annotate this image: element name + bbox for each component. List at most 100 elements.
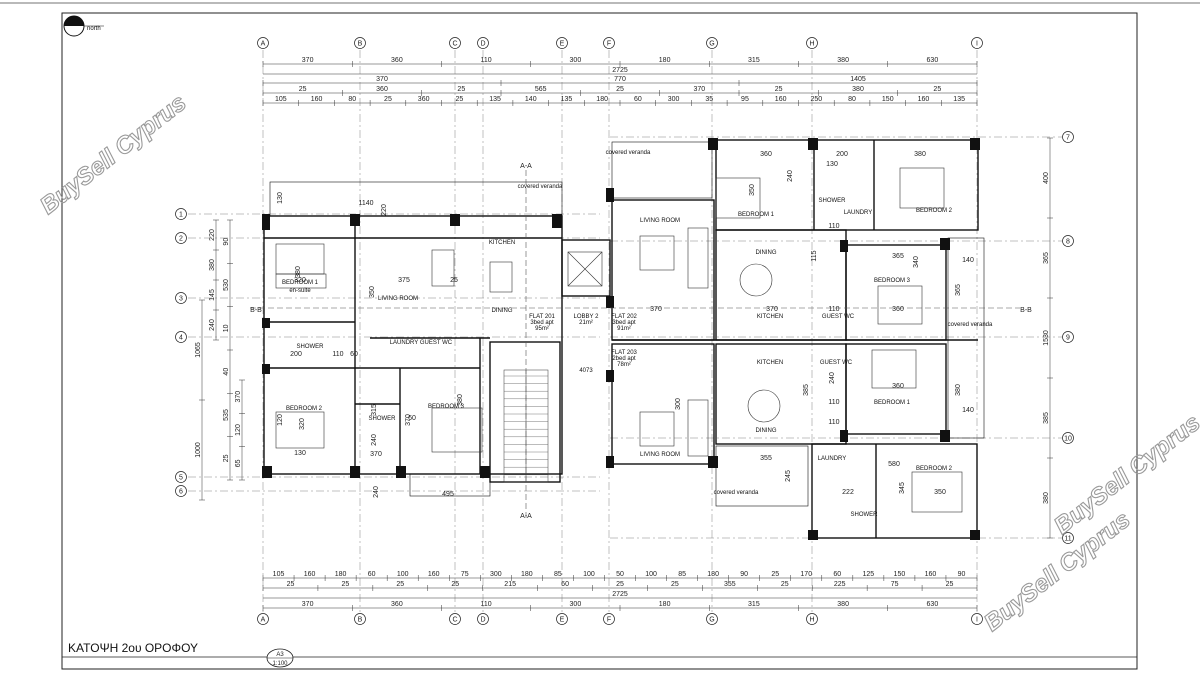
room-dimension: 355 xyxy=(760,455,772,462)
grid-bubble xyxy=(556,37,568,49)
room-dimension: 110 xyxy=(828,399,839,406)
dimension-value: 300 xyxy=(668,96,680,103)
dimension-value: 25 xyxy=(396,581,404,588)
grid-row-label: 8 xyxy=(1066,239,1070,246)
dimension-value: 365 xyxy=(1043,252,1050,264)
dimension-value: 40 xyxy=(223,368,230,376)
room-dimension: 365 xyxy=(955,284,962,296)
grid-bubble xyxy=(175,331,187,343)
dimension-value: 60 xyxy=(368,571,376,578)
dimension-value: 315 xyxy=(748,601,760,608)
grid-bubble xyxy=(806,37,818,49)
dimension-total: 2725 xyxy=(612,67,628,74)
grid-bubble xyxy=(1062,432,1074,444)
room-label-flat203-shower: SHOWER xyxy=(851,512,879,518)
dimension-value: 220 xyxy=(209,229,216,241)
dimension-value: 90 xyxy=(223,238,230,246)
grid-row-label: 6 xyxy=(179,489,183,496)
dimension-value: 380 xyxy=(852,86,864,93)
room-label-flat202-kitchen: KITCHEN xyxy=(757,314,783,320)
grid-column-label: H xyxy=(809,41,814,48)
lift-shaft xyxy=(567,251,603,287)
dimension-value: 25 xyxy=(771,571,779,578)
room-label-flat201-area: 95m² xyxy=(535,326,549,332)
dimension-value: 25 xyxy=(223,454,230,462)
room-label-flat201-bedroom2: BEDROOM 2 xyxy=(286,406,323,412)
grid-bubble xyxy=(477,37,489,49)
dimension-value: 1405 xyxy=(850,76,866,83)
room-dimension: 370 xyxy=(405,414,412,426)
dimension-value: 50 xyxy=(616,571,624,578)
dimension-value: 25 xyxy=(457,86,465,93)
room-dimension: 110 xyxy=(828,306,839,313)
room-dimension: 130 xyxy=(826,161,838,168)
room-dimension: 200 xyxy=(836,151,848,158)
grid-bubble xyxy=(449,37,461,49)
dimension-value: 160 xyxy=(304,571,316,578)
room-dimension: 60 xyxy=(350,351,358,358)
dimension-value: 25 xyxy=(781,581,789,588)
dimension-value: 80 xyxy=(848,96,856,103)
dimension-value: 25 xyxy=(299,86,307,93)
room-label-flat203-dining: DINING xyxy=(756,428,777,434)
room-label-flat201-bedroom1: BEDROOM 1 xyxy=(282,280,319,286)
dimension-value: 370 xyxy=(302,57,314,64)
room-label-flat202-guestwc: GUEST WC xyxy=(822,314,855,320)
dimension-value: 110 xyxy=(481,57,492,64)
room-dimension: 120 xyxy=(277,414,284,426)
room-dimension: 380 xyxy=(295,266,302,278)
grid-bubble xyxy=(257,613,269,625)
dimension-value: 100 xyxy=(397,571,409,578)
dimension-value: 25 xyxy=(455,96,463,103)
room-label-flat203-living: LIVING ROOM xyxy=(640,452,680,458)
room-dimension: 240 xyxy=(829,372,836,384)
room-label-flat202-area: 91m² xyxy=(617,326,631,332)
room-label-flat201-living: LIVING ROOM xyxy=(378,296,418,302)
dimension-value: 370 xyxy=(235,391,242,403)
grid-bubble xyxy=(706,37,718,49)
grid-column-label: G xyxy=(709,41,714,48)
room-dimension: 360 xyxy=(892,383,904,390)
room-dimension: 375 xyxy=(398,277,410,284)
dimension-value: 565 xyxy=(535,86,547,93)
room-dimension: 345 xyxy=(899,482,906,494)
grid-column-label: F xyxy=(607,41,611,48)
dimension-value: 75 xyxy=(461,571,469,578)
dimension-value: 180 xyxy=(659,57,671,64)
dimension-value: 100 xyxy=(583,571,595,578)
room-label-flat201-shower: SHOWER xyxy=(297,344,325,350)
dimension-value: 360 xyxy=(418,96,430,103)
room-label-flat201-laundry: LAUNDRY xyxy=(390,340,419,346)
dimension-value: 315 xyxy=(748,57,760,64)
dimension-value: 1065 xyxy=(195,342,202,358)
dimension-value: 360 xyxy=(391,57,403,64)
grid-bubble xyxy=(971,37,983,49)
room-dimension: 385 xyxy=(803,384,810,396)
dimension-value: 160 xyxy=(925,571,937,578)
dimension-value: 300 xyxy=(570,57,582,64)
room-label-flat202-laundry: LAUNDRY xyxy=(844,210,873,216)
room-dimension: 1140 xyxy=(358,200,373,207)
dimension-value: 120 xyxy=(235,424,242,436)
room-dimension: 380 xyxy=(457,394,464,406)
room-dimension: 580 xyxy=(888,461,900,468)
room-label-flat202-type: 3bed apt xyxy=(612,320,636,326)
dimension-value: 160 xyxy=(775,96,787,103)
north-label: north xyxy=(87,26,101,32)
dimension-value: 110 xyxy=(481,601,492,608)
dimension-value: 380 xyxy=(209,259,216,271)
dimension-value: 60 xyxy=(833,571,841,578)
watermark-top-left: BuySell Cyprus xyxy=(35,89,191,219)
dimension-value: 180 xyxy=(335,571,347,578)
grid-bubble xyxy=(806,613,818,625)
room-label-flat203-area: 78m² xyxy=(617,362,631,368)
room-dimension: 200 xyxy=(290,351,302,358)
dimension-value: 25 xyxy=(451,581,459,588)
dimension-value: 25 xyxy=(946,581,954,588)
dimension-value: 360 xyxy=(391,601,403,608)
dimension-value: 160 xyxy=(311,96,323,103)
dimension-value: 60 xyxy=(561,581,569,588)
room-dimension: 370 xyxy=(650,306,662,313)
room-label-flat201-label: FLAT 201 xyxy=(529,314,555,320)
